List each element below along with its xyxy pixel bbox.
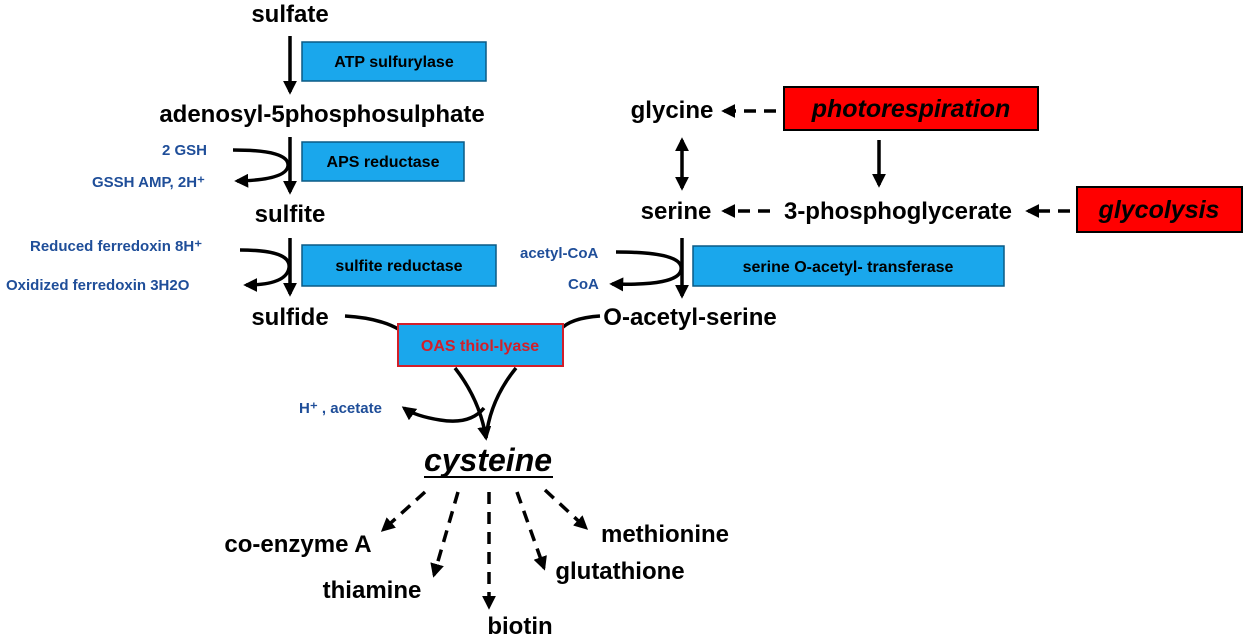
arrow-to-coenzyme-a bbox=[380, 490, 427, 532]
atp-sulfurylase-box bbox=[301, 41, 487, 82]
arrow-to-glutathione bbox=[515, 491, 547, 571]
arrow-to-methionine bbox=[543, 488, 589, 530]
reduced-ferredoxin-label: Reduced ferredoxin 8H⁺ bbox=[30, 238, 202, 255]
aps-label: adenosyl-5phosphosulphate bbox=[159, 101, 484, 128]
acetylcoa-side-arrow bbox=[609, 250, 683, 292]
gssh-output-label: GSSH AMP, 2H⁺ bbox=[92, 174, 205, 191]
serine-acetyltransferase-box bbox=[692, 245, 1005, 287]
sulfite-reductase-box bbox=[301, 244, 497, 287]
sulfite-label: sulfite bbox=[255, 201, 326, 228]
serine-label: serine bbox=[641, 198, 712, 225]
acetyl-coa-label: acetyl-CoA bbox=[520, 245, 599, 262]
methionine-label: methionine bbox=[601, 521, 729, 548]
sulfate-label: sulfate bbox=[251, 1, 328, 28]
cysteine-label: cysteine bbox=[424, 442, 552, 478]
photorespiration-box bbox=[783, 86, 1039, 131]
aps-reductase-label: APS reductase bbox=[327, 154, 440, 171]
byproduct-label: H⁺ , acetate bbox=[299, 400, 382, 417]
oastl-left-branch bbox=[453, 366, 492, 441]
arrow-to-thiamine bbox=[430, 491, 460, 578]
sulfide-to-oastl-line bbox=[344, 314, 401, 332]
3-phosphoglycerate-label: 3-phosphoglycerate bbox=[784, 198, 1012, 225]
oastl-right-branch bbox=[484, 366, 518, 439]
sulfite-reductase-label: sulfite reductase bbox=[335, 258, 462, 275]
oas-thiol-lyase-box bbox=[397, 323, 564, 367]
glycine-label: glycine bbox=[631, 97, 714, 124]
oxidized-ferredoxin-label: Oxidized ferredoxin 3H2O bbox=[6, 277, 190, 294]
ferredoxin-side-arrow bbox=[239, 248, 291, 292]
thiamine-label: thiamine bbox=[323, 577, 422, 604]
coa-label: CoA bbox=[568, 276, 599, 293]
biotin-label: biotin bbox=[487, 613, 552, 640]
photorespiration-label: photorespiration bbox=[811, 95, 1011, 123]
glycolysis-label: glycolysis bbox=[1098, 196, 1220, 224]
aps-reductase-box bbox=[301, 141, 465, 182]
gsh-side-arrow bbox=[232, 148, 290, 188]
sulfide-label: sulfide bbox=[251, 304, 328, 331]
oas-to-oastl-line bbox=[558, 314, 601, 332]
oas-thiol-lyase-label: OAS thiol-lyase bbox=[421, 338, 539, 355]
coenzyme-a-label: co-enzyme A bbox=[224, 531, 371, 558]
serine-acetyltransferase-label: serine O-acetyl- transferase bbox=[743, 259, 954, 276]
atp-sulfurylase-label: ATP sulfurylase bbox=[334, 54, 454, 71]
o-acetyl-serine-label: O-acetyl-serine bbox=[603, 304, 776, 331]
byproduct-arrow bbox=[401, 406, 486, 423]
glycolysis-box bbox=[1076, 186, 1243, 233]
glutathione-label: glutathione bbox=[555, 558, 684, 585]
gsh-input-label: 2 GSH bbox=[162, 142, 207, 159]
